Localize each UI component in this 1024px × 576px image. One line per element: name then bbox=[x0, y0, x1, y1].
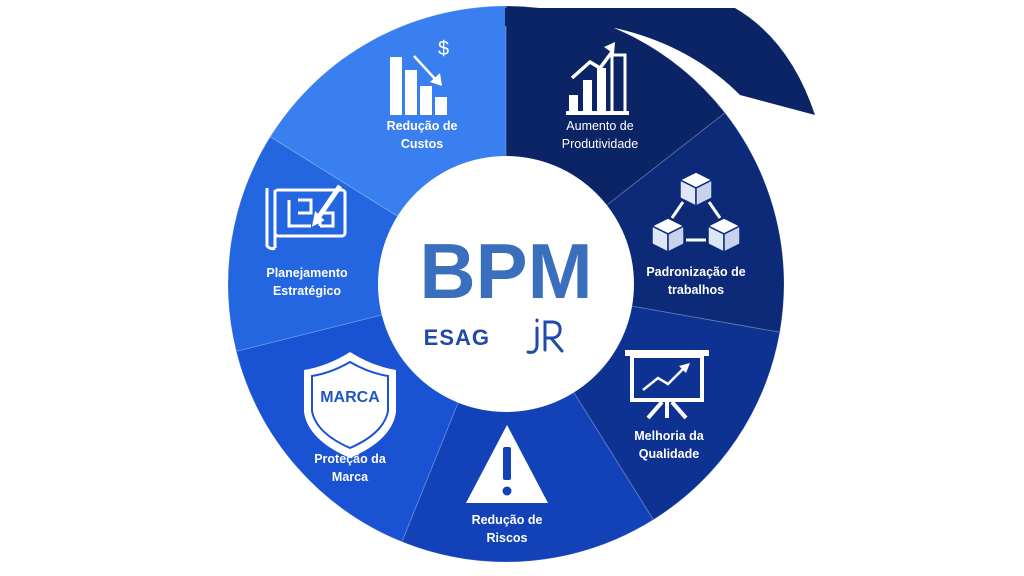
warning-triangle-icon bbox=[466, 425, 548, 503]
segment-label-line: trabalhos bbox=[668, 283, 724, 297]
esag-logo: ESAG bbox=[424, 318, 564, 354]
segment-label-line: Redução de bbox=[472, 513, 543, 527]
center-title: BPM bbox=[419, 227, 592, 315]
bar-chart-growth-icon bbox=[566, 42, 629, 115]
blueprint-pencil-icon bbox=[265, 184, 347, 251]
segment-label-5: Proteção da Marca bbox=[314, 452, 387, 484]
segment-label-3: Melhoria da Qualidade bbox=[634, 429, 705, 461]
segment-label-line: Proteção da bbox=[314, 452, 387, 466]
segment-label-line: Qualidade bbox=[639, 447, 699, 461]
segment-label-line: Estratégico bbox=[273, 284, 341, 298]
logo-text: ESAG bbox=[424, 325, 490, 350]
center-circle bbox=[378, 156, 634, 412]
declining-cost-bars-icon: $ bbox=[390, 38, 449, 115]
segment-label-line: Custos bbox=[401, 137, 443, 151]
segment-label-line: Padronização de bbox=[646, 265, 745, 279]
segment-label-1: Aumento de Produtividade bbox=[562, 119, 638, 151]
segment-label-line: Produtividade bbox=[562, 137, 638, 151]
dollar-sign-icon: $ bbox=[438, 38, 449, 60]
shield-brand-icon: MARCA bbox=[304, 352, 396, 458]
segment-label-line: Riscos bbox=[487, 531, 528, 545]
segment-label-line: Aumento de bbox=[566, 119, 633, 133]
jr-logo-mark-icon bbox=[526, 318, 564, 354]
segment-label-4: Redução de Riscos bbox=[472, 513, 543, 545]
segment-label-2: Padronização de trabalhos bbox=[646, 265, 745, 297]
cycle-arrow-head bbox=[505, 8, 815, 115]
segment-label-line: Planejamento bbox=[266, 266, 348, 280]
wheel-segments bbox=[227, 5, 785, 563]
segment-label-line: Redução de bbox=[387, 119, 458, 133]
segment-label-7: Redução de Custos bbox=[387, 119, 458, 151]
segment-label-line: Melhoria da bbox=[634, 429, 705, 443]
connected-cubes-icon bbox=[650, 171, 742, 254]
shield-text: MARCA bbox=[320, 389, 380, 406]
segment-label-line: Marca bbox=[332, 470, 369, 484]
presentation-board-icon bbox=[625, 350, 709, 420]
